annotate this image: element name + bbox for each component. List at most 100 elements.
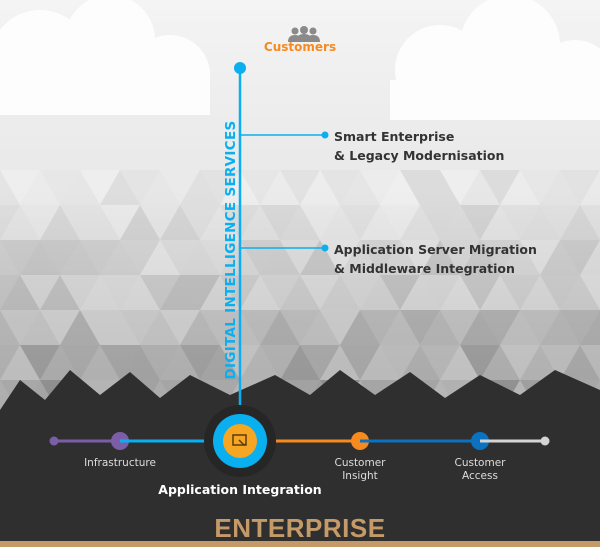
pattern-triangle (560, 345, 600, 380)
label-line: Insight (342, 470, 378, 482)
pattern-triangle (480, 310, 520, 345)
pattern-triangle (400, 345, 440, 380)
pattern-triangle (440, 310, 480, 345)
pattern-triangle (380, 310, 420, 345)
customer-access-label: Customer Access (440, 457, 520, 483)
pattern-triangle (80, 310, 120, 345)
pattern-triangle (120, 310, 160, 345)
pattern-triangle (540, 170, 580, 205)
pattern-triangle (560, 170, 600, 205)
pattern-triangle (360, 275, 400, 310)
customers-label: Customers (263, 40, 337, 54)
pattern-triangle (40, 170, 80, 205)
pattern-triangle (160, 240, 200, 275)
pattern-triangle (300, 275, 340, 310)
pattern-triangle (500, 275, 540, 310)
pattern-triangle (260, 205, 300, 240)
pattern-triangle (160, 170, 200, 205)
pattern-triangle (500, 310, 540, 345)
pattern-triangle (200, 345, 240, 380)
pattern-triangle (480, 240, 520, 275)
pattern-triangle (120, 275, 160, 310)
pattern-triangle (320, 345, 360, 380)
pattern-triangle (540, 275, 580, 310)
pattern-triangle (0, 240, 40, 275)
pattern-triangle (400, 310, 440, 345)
pattern-triangle (360, 310, 400, 345)
infrastructure-label: Infrastructure (84, 457, 156, 469)
pattern-triangle (480, 345, 520, 380)
pattern-triangle (580, 310, 600, 345)
pattern-triangle (360, 345, 400, 380)
pattern-triangle (460, 310, 500, 345)
clouds (0, 0, 600, 120)
pattern-triangle (360, 170, 400, 205)
pattern-triangle (280, 345, 320, 380)
pattern-triangle (560, 310, 600, 345)
service-item: Smart Enterprise & Legacy Modernisation (334, 127, 504, 165)
pattern-triangle (560, 275, 600, 310)
pattern-triangle (440, 205, 480, 240)
pattern-triangle (200, 240, 240, 275)
pattern-triangle (60, 240, 100, 275)
pattern-triangle (20, 310, 60, 345)
service-line: Application Server Migration (334, 242, 537, 257)
pattern-triangle (120, 205, 160, 240)
pattern-triangle (320, 240, 360, 275)
footer-bar (0, 541, 600, 547)
users-icon (288, 26, 320, 42)
pattern-triangle (500, 345, 540, 380)
pattern-triangle (100, 205, 140, 240)
customer-insight-label: Customer Insight (320, 457, 400, 483)
pattern-triangle (200, 170, 240, 205)
pattern-triangle (240, 310, 280, 345)
pattern-triangle (120, 240, 160, 275)
vertical-label: DIGITAL INTELLIGENCE SERVICES (223, 120, 239, 380)
pattern-triangle (180, 205, 220, 240)
pattern-triangle (240, 275, 280, 310)
pattern-triangle (340, 240, 380, 275)
pattern-triangle (100, 345, 140, 380)
pattern-triangle (420, 275, 460, 310)
pattern-triangle (300, 205, 340, 240)
pattern-triangle (540, 240, 580, 275)
pattern-triangle (140, 205, 180, 240)
service-line: & Legacy Modernisation (334, 148, 505, 163)
pattern-triangle (320, 170, 360, 205)
pattern-triangle (240, 170, 280, 205)
pattern-triangle (500, 205, 540, 240)
pattern-triangle (420, 170, 460, 205)
pattern-triangle (500, 170, 540, 205)
pattern-triangle (280, 310, 320, 345)
pattern-triangle (40, 240, 80, 275)
service-line: & Middleware Integration (334, 261, 515, 276)
pattern-triangle (260, 275, 300, 310)
pattern-triangle (160, 275, 200, 310)
pattern-triangle (480, 275, 520, 310)
pattern-triangle (120, 345, 160, 380)
pattern-triangle (140, 275, 180, 310)
pattern-triangle (320, 310, 360, 345)
pattern-triangle (140, 345, 180, 380)
pattern-triangle (580, 345, 600, 380)
pattern-triangle (380, 275, 420, 310)
pattern-triangle (400, 275, 440, 310)
service-item: Application Server Migration & Middlewar… (334, 240, 537, 278)
pattern-triangle (480, 205, 520, 240)
service-line: Smart Enterprise (334, 129, 455, 144)
pattern-triangle (340, 275, 380, 310)
pattern-triangle (160, 310, 200, 345)
pattern-triangle (280, 275, 320, 310)
pattern-triangle (140, 310, 180, 345)
pattern-triangle (580, 275, 600, 310)
pattern-triangle (440, 170, 480, 205)
pattern-triangle (380, 205, 420, 240)
pattern-triangle (60, 170, 100, 205)
pattern-triangle (100, 310, 140, 345)
pattern-triangle (100, 240, 140, 275)
pattern-triangle (440, 240, 480, 275)
pattern-triangle (0, 170, 20, 205)
pattern-triangle (520, 205, 560, 240)
pattern-triangle (0, 345, 40, 380)
